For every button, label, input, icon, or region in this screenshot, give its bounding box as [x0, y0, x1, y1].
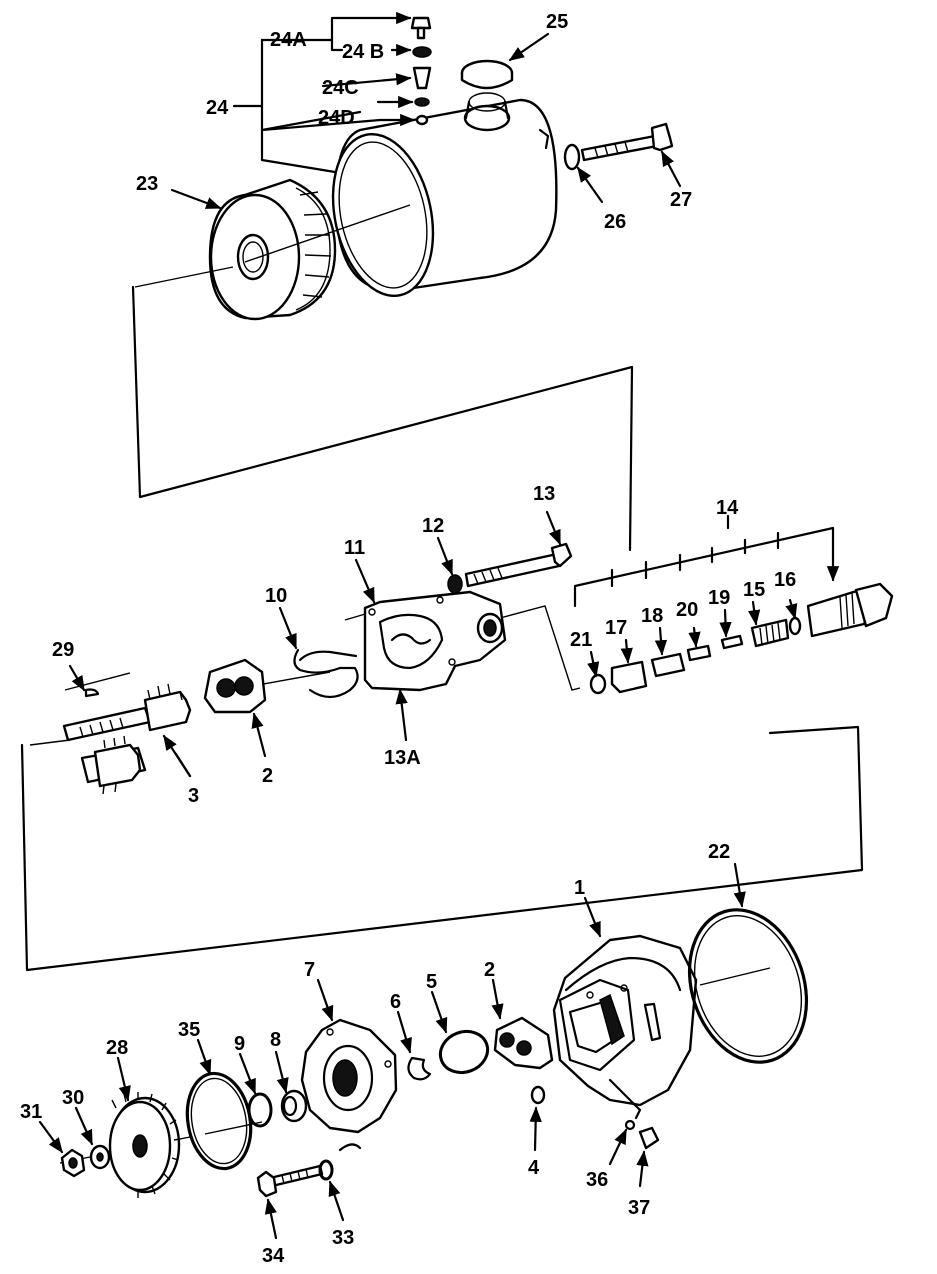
callout-3: 3: [188, 785, 199, 807]
callout-21: 21: [570, 629, 592, 651]
callout-19: 19: [708, 587, 730, 609]
callout-31: 31: [20, 1101, 42, 1123]
callout-22: 22: [708, 841, 730, 863]
gear-nut: [60, 1148, 86, 1178]
callout-13a: 13A: [384, 747, 421, 769]
callout-25: 25: [546, 11, 568, 33]
callout-16: 16: [774, 569, 796, 591]
leader-lines: [38, 11, 840, 1240]
lock-washer: [318, 1159, 334, 1181]
reservoir-stud-parts: [410, 16, 432, 126]
assembly-lines: [20, 204, 864, 1164]
callout-24b: 24 B: [342, 41, 384, 63]
callout-2-upper: 2: [262, 765, 273, 787]
callout-33: 33: [332, 1227, 354, 1249]
callout-24a: 24A: [270, 29, 307, 51]
callout-2-lower: 2: [484, 959, 495, 981]
callout-34: 34: [262, 1245, 285, 1267]
callout-8: 8: [270, 1029, 281, 1051]
seal-ring-clip: [293, 648, 359, 699]
callout-20: 20: [676, 599, 698, 621]
pressure-plate-front: [493, 1016, 554, 1070]
callout-10: 10: [265, 585, 287, 607]
callout-6: 6: [390, 991, 401, 1013]
callout-12: 12: [422, 515, 444, 537]
callout-30: 30: [62, 1087, 84, 1109]
callout-labels: 24A 24 B 24C 24 24D 25 23 26 27 13 14 12…: [20, 11, 796, 1267]
callout-14: 14: [716, 497, 739, 519]
callout-23: 23: [136, 173, 158, 195]
callout-24d: 24D: [318, 107, 355, 129]
front-bolt: [256, 1164, 324, 1198]
seal-clip-front: [407, 1056, 432, 1081]
seal-retainer-ring: [247, 1092, 273, 1128]
callout-13: 13: [533, 483, 555, 505]
woodruff-key: [84, 688, 100, 698]
front-plate: [300, 1018, 398, 1152]
callout-24: 24: [206, 97, 229, 119]
callout-7: 7: [304, 959, 315, 981]
pump-housing: [552, 934, 698, 1120]
callout-36: 36: [586, 1169, 608, 1191]
callout-4: 4: [528, 1157, 540, 1179]
pressure-plate: [203, 658, 267, 714]
dowel-pin: [530, 1085, 546, 1105]
callout-29: 29: [52, 639, 74, 661]
callout-5: 5: [426, 971, 437, 993]
callout-24c: 24C: [322, 77, 359, 99]
callout-11: 11: [344, 537, 365, 559]
bolt-washer: [563, 143, 581, 171]
filter-element: [208, 178, 337, 321]
o-ring-small: [438, 1029, 490, 1075]
callout-35: 35: [178, 1019, 200, 1041]
drive-shaft-gear: [62, 683, 192, 742]
front-o-ring: [185, 1071, 253, 1171]
callout-37: 37: [628, 1197, 650, 1219]
flow-control-valve: [589, 582, 894, 695]
drive-gear: [108, 1092, 181, 1198]
fitting: [624, 1119, 660, 1150]
housing-bolt: [464, 542, 573, 588]
callout-1: 1: [574, 877, 585, 899]
reservoir-assembly: [331, 92, 558, 298]
callout-18: 18: [641, 605, 663, 627]
housing-o-ring: [687, 908, 809, 1064]
mounting-bolt: [580, 122, 674, 162]
callout-28: 28: [106, 1037, 128, 1059]
callout-9: 9: [234, 1033, 245, 1055]
pump-body: [363, 590, 507, 692]
idler-gear: [80, 735, 147, 795]
callout-26: 26: [604, 211, 626, 233]
callout-15: 15: [743, 579, 765, 601]
bolt-seal-washer: [447, 574, 463, 594]
reservoir-cap: [460, 59, 514, 90]
callout-27: 27: [670, 189, 692, 211]
callout-17: 17: [605, 617, 627, 639]
gear-washer: [89, 1144, 111, 1170]
shaft-seal: [280, 1089, 308, 1123]
